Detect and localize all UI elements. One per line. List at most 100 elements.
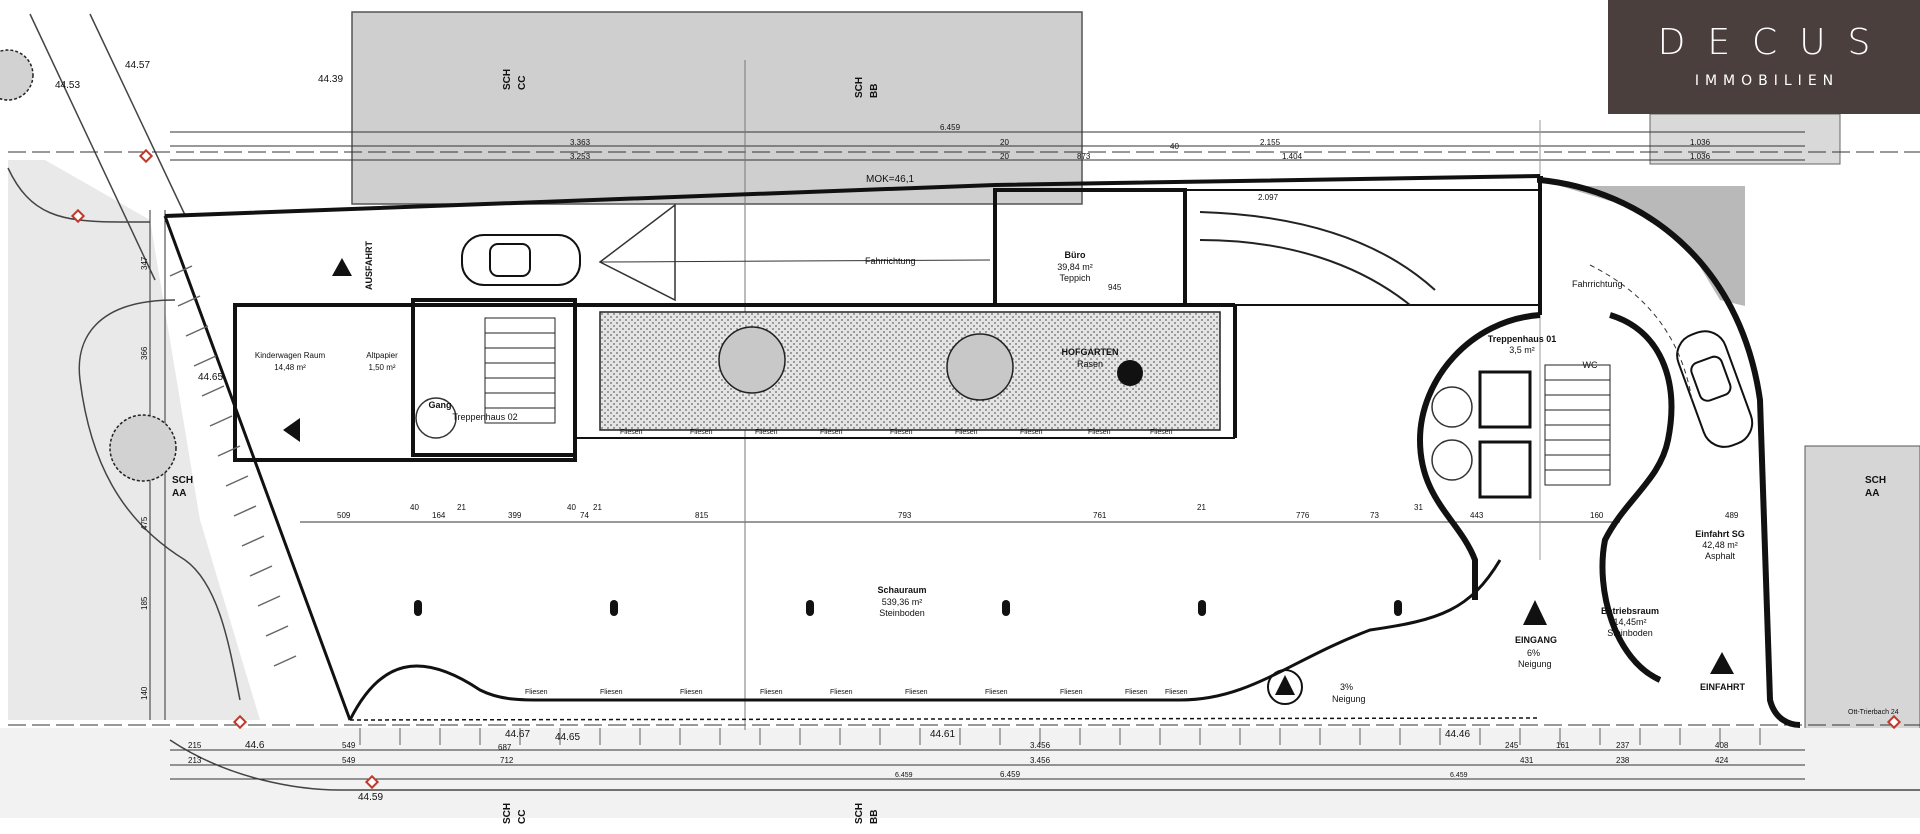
section-label-aa-left: SCH — [172, 475, 193, 486]
dimension: 793 — [898, 511, 912, 520]
core-walls — [233, 188, 1541, 462]
room-operating-floor: Steinboden — [1607, 628, 1653, 638]
drive-triangle — [598, 203, 676, 302]
fence-bottom — [359, 728, 1761, 745]
neighbor-building-right — [1804, 445, 1920, 747]
drive-arrow-line — [599, 259, 991, 263]
section-label-aa-left: AA — [172, 488, 186, 499]
exit-label: AUSFAHRT — [364, 240, 374, 290]
floor-label: Fliesen — [600, 689, 623, 696]
dimension: 21 — [457, 503, 466, 512]
dimension: 237 — [1616, 741, 1630, 750]
room-showroom: Schauraum — [877, 585, 926, 595]
dimension: 238 — [1616, 756, 1630, 765]
elevation-markers — [70, 148, 1902, 790]
elevation-label: 44.67 — [505, 729, 530, 740]
section-label-aa-right: AA — [1865, 488, 1879, 499]
dimension: 945 — [1108, 283, 1122, 292]
dimension: 443 — [1470, 511, 1484, 520]
section-label-bb-top: SCH — [854, 77, 865, 98]
room-showroom-area: 539,36 m² — [882, 597, 923, 607]
room-parking-area: 42,48 m² — [1702, 540, 1738, 550]
dimension: 549 — [342, 741, 356, 750]
room-parking-floor: Asphalt — [1705, 551, 1736, 561]
tree-topleft — [0, 49, 34, 101]
dimension: 40 — [410, 503, 419, 512]
dimension: 73 — [1370, 511, 1379, 520]
dimension: 3.456 — [1030, 756, 1051, 765]
floor-label: Fliesen — [760, 689, 783, 696]
drive-label: Fahrrichtung — [865, 256, 916, 266]
stair-core — [1416, 312, 1675, 683]
dimension: 776 — [1296, 511, 1310, 520]
entrance-label: EINGANG — [1515, 635, 1557, 645]
dimension: 20 — [1000, 152, 1009, 161]
road-curve — [78, 299, 241, 701]
floor-label: Fliesen — [820, 429, 843, 436]
elevation-label: 44.61 — [930, 729, 955, 740]
logo-subtitle: IMMOBILIEN — [1694, 73, 1840, 89]
floor-label: Fliesen — [1060, 689, 1083, 696]
dimension: 245 — [1505, 741, 1519, 750]
columns — [414, 600, 1402, 616]
dimension: 2.155 — [1260, 138, 1281, 147]
section-label-cc-top: CC — [517, 76, 528, 90]
dimension: 549 — [342, 756, 356, 765]
elevation-label: 44.65 — [555, 732, 580, 743]
fence-left — [169, 265, 297, 667]
road-edge — [7, 167, 150, 223]
direction-arrows — [283, 258, 1734, 705]
drive-curve-right — [1589, 264, 1693, 401]
wc-fixture-2 — [1431, 439, 1473, 481]
section-label-bb-bottom: BB — [869, 810, 880, 824]
dimension: 475 — [140, 516, 149, 530]
dimension: 6.459 — [1000, 770, 1021, 779]
floor-label: Fliesen — [985, 689, 1008, 696]
slope-label: Neigung — [1518, 659, 1552, 669]
room-corridor: Gang — [428, 400, 451, 410]
dimension: 366 — [140, 346, 149, 360]
elevation-label: 44.59 — [358, 792, 383, 803]
elevation-label: 44.57 — [125, 60, 150, 71]
room-stair: Treppenhaus 01 — [1488, 334, 1557, 344]
floor-label: Fliesen — [955, 429, 978, 436]
drive-label-right: Fahrrichtung — [1572, 279, 1623, 289]
room-store-area: 14,48 m² — [274, 363, 306, 372]
dimension: 21 — [1197, 503, 1206, 512]
tree-3 — [1117, 360, 1143, 386]
dimension: 761 — [1093, 511, 1107, 520]
floor-label: Fliesen — [755, 429, 778, 436]
room-office-floor: Teppich — [1059, 273, 1090, 283]
dimension: 815 — [695, 511, 709, 520]
dimension: 489 — [1725, 511, 1739, 520]
elevation-label: 44.6 — [245, 740, 265, 751]
street-label: Ott-Trierbach 24 — [1848, 709, 1899, 716]
dimension: 1.036 — [1690, 138, 1711, 147]
ramp-shaded — [1560, 186, 1745, 306]
room-courtyard-floor: Rasen — [1077, 359, 1103, 369]
elevation-label: 44.46 — [1445, 729, 1470, 740]
road-diagonal-2 — [89, 13, 186, 216]
dimension: 873 — [1077, 152, 1091, 161]
car-right — [1676, 330, 1754, 448]
tree-1 — [718, 326, 786, 394]
room-wc: WC — [1583, 360, 1598, 370]
room-parking: Einfahrt SG — [1695, 529, 1745, 539]
section-label-bb-bottom: SCH — [854, 803, 865, 824]
floor-label: Fliesen — [1150, 429, 1173, 436]
section-label-aa-right: SCH — [1865, 475, 1886, 486]
room-office: Büro — [1065, 250, 1086, 260]
logo-name: DECUS — [1657, 22, 1893, 63]
floor-label: Fliesen — [680, 689, 703, 696]
floor-label: Fliesen — [1020, 429, 1043, 436]
floor-label: Fliesen — [1125, 689, 1148, 696]
road-diagonal — [29, 13, 156, 281]
dimension: 40 — [567, 503, 576, 512]
elevation-label: 44.53 — [55, 80, 80, 91]
elevation-label: 44.39 — [318, 74, 343, 85]
floor-label: Fliesen — [620, 429, 643, 436]
room-stair2: Treppenhaus 02 — [452, 412, 517, 422]
room-showroom-floor: Steinboden — [879, 608, 925, 618]
section-label-cc-bottom: CC — [517, 810, 528, 824]
dimension: 687 — [498, 743, 512, 752]
